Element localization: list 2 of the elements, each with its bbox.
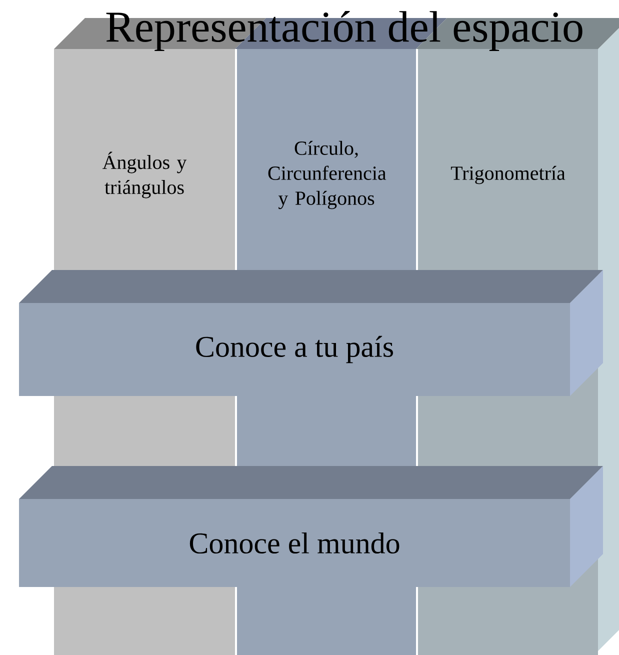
bar-block: Conoce el mundo — [19, 466, 603, 587]
bar-block: Conoce a tu país — [19, 270, 603, 396]
